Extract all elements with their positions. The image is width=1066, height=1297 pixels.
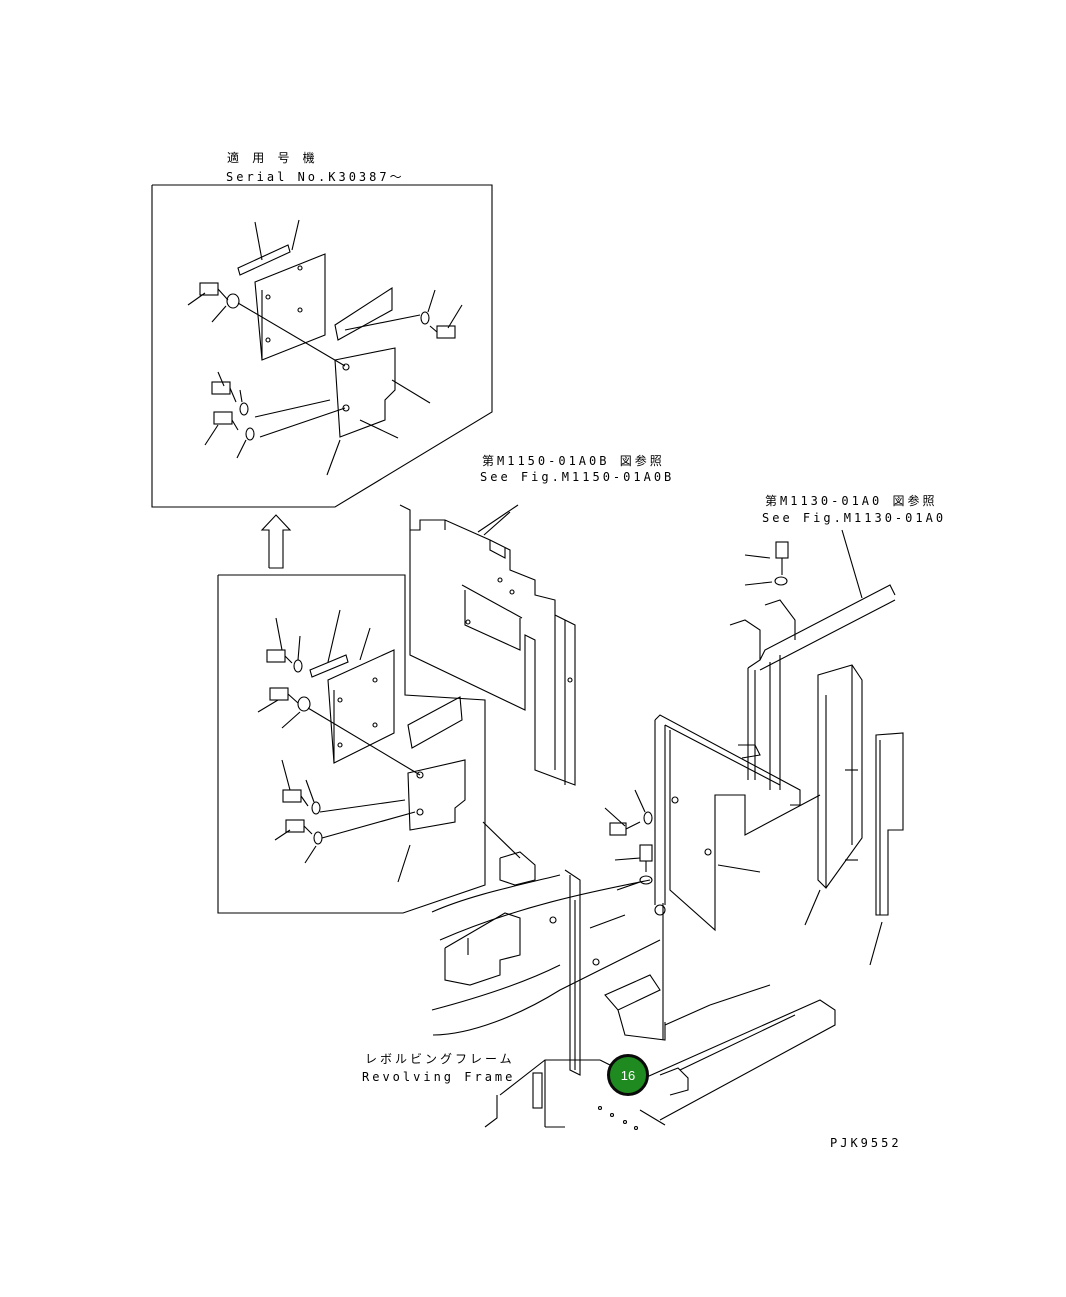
applicable-serial-jp: 適 用 号 機 [227,151,318,165]
reference-m1130-en: See Fig.M1130-01A0 [762,511,947,525]
part-callout-16[interactable]: 16 [607,1054,649,1096]
cover-panel [399,504,576,786]
detail-box-upper [151,184,493,508]
upgrade-arrow [260,514,292,569]
support-structure [604,529,904,966]
reference-m1130-jp: 第M1130-01A0 図参照 [765,494,938,508]
reference-m1150-jp: 第M1150-01A0B 図参照 [482,454,665,468]
reference-m1150-en: See Fig.M1150-01A0B [480,470,675,484]
detail-box-lower [217,574,521,914]
part-callout-number: 16 [620,1067,636,1083]
revolving-frame-label-en: Revolving Frame [362,1070,516,1084]
revolving-frame-label-jp: レボルビングフレーム [365,1052,515,1066]
applicable-serial-en: Serial No.K30387～ [226,170,405,184]
drawing-number: PJK9552 [830,1136,902,1150]
